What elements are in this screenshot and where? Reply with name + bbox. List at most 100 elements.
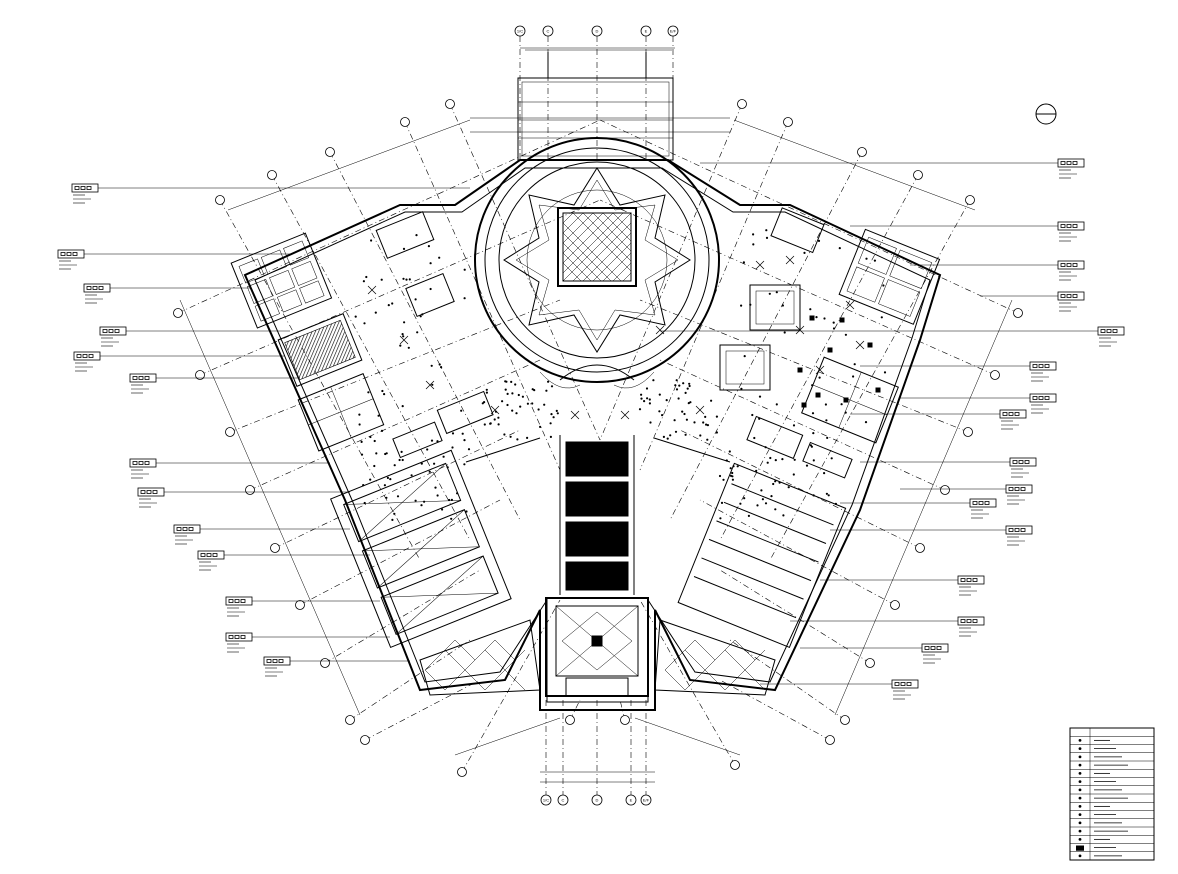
fixture-dot [402, 277, 405, 280]
fixture-dot [805, 464, 809, 467]
tag-code [966, 619, 972, 623]
tag-code [1018, 460, 1024, 464]
fixture-dot [666, 437, 669, 440]
tag-code [972, 619, 978, 623]
tag-code [1060, 161, 1066, 165]
fixture-dot [729, 474, 733, 477]
fixture-dot [743, 355, 746, 358]
fixture-dot [398, 458, 401, 462]
fixture-dot [742, 261, 746, 264]
annotation-tag [173, 524, 350, 545]
tag-code [138, 376, 144, 380]
top-entrance [470, 47, 730, 161]
fixture-dot [810, 445, 814, 448]
fixture-cross [367, 285, 377, 295]
fixture-dot [526, 402, 530, 405]
fixture-dot [415, 234, 418, 237]
fixture-dot [380, 278, 383, 281]
fixture-dot [360, 440, 363, 443]
fixture-dot [550, 385, 554, 388]
fixture-dot [844, 411, 847, 414]
fixture-dot [420, 504, 423, 507]
annotation-tag [800, 643, 949, 664]
tag-code [146, 490, 152, 494]
tag-code [1060, 294, 1066, 298]
fixture-dot [549, 422, 552, 425]
legend-symbol [1078, 829, 1082, 833]
fixture-dot [451, 432, 455, 435]
annotation-tag [900, 484, 1033, 505]
fixture-dot [728, 450, 731, 453]
tag-code [906, 682, 912, 686]
fixture-dot [720, 501, 724, 504]
grid-line [719, 679, 831, 741]
fixture-dot [766, 461, 769, 464]
fixture-dot [823, 472, 826, 475]
tag-code [978, 501, 984, 505]
fixture-dot [389, 478, 392, 481]
tag-code [1066, 161, 1072, 165]
fixture-cross [815, 365, 825, 375]
annotation-tag [263, 656, 410, 677]
fixture-dot [758, 395, 762, 398]
fixture-dot [402, 335, 405, 338]
grid-line [449, 103, 601, 441]
tag-code [60, 252, 66, 256]
tag-code [132, 376, 138, 380]
fixture-dot [809, 308, 812, 311]
fixture-dot [865, 257, 868, 260]
grid-bubble [195, 370, 205, 380]
grid-line [599, 103, 743, 441]
fixture-dot [428, 470, 431, 473]
fixture-dot [450, 517, 453, 520]
fixture-dot [402, 247, 406, 250]
fixture-dot [825, 492, 829, 495]
tag-code [1008, 412, 1014, 416]
tag-code [1044, 396, 1050, 400]
tag-code [1060, 224, 1066, 228]
fixture-dot [543, 403, 546, 406]
fixture-dot [511, 409, 514, 412]
annotation-tag [57, 249, 290, 270]
fixture-dot [421, 313, 424, 316]
fixture-dot [407, 346, 410, 349]
tag-code [82, 354, 88, 358]
fixture-dot [485, 391, 488, 394]
fixture-dot [718, 474, 722, 478]
fixture-dot [756, 504, 759, 507]
fixture-dot [681, 410, 684, 413]
tag-code [1060, 263, 1066, 267]
fixture-dot [450, 498, 453, 501]
fixture-dot [815, 316, 818, 319]
tag-code [1044, 364, 1050, 368]
fixture-dot [517, 393, 520, 397]
grid-bubble-bottom [640, 794, 652, 806]
fixture-dot [864, 421, 868, 424]
fixture-dot [731, 471, 734, 475]
tag-code [960, 578, 966, 582]
tag-code [900, 682, 906, 686]
tag-code [212, 553, 218, 557]
tag-code [86, 286, 92, 290]
fixture-dot [463, 463, 466, 466]
tag-code [176, 527, 182, 531]
fixture-dot [675, 388, 679, 391]
fixture-dot [385, 452, 388, 455]
fixture-dot [648, 402, 652, 405]
grid-line [349, 639, 471, 721]
legend-symbol [1078, 804, 1082, 808]
grid-line [669, 151, 863, 521]
fixture-dot [414, 298, 417, 301]
dimension-lines [179, 49, 1013, 783]
fixture-dot [774, 459, 777, 462]
fixture-dot [640, 393, 643, 396]
tag-code [1020, 487, 1026, 491]
fixture-dot [463, 297, 466, 300]
fixture-dot [775, 403, 778, 406]
fixture-cross [399, 335, 409, 345]
fixture-dot [362, 280, 365, 283]
fixture-dot [792, 424, 796, 427]
fixture-dot [834, 502, 838, 505]
fixture-dot [706, 438, 709, 441]
grid-line [719, 174, 919, 541]
